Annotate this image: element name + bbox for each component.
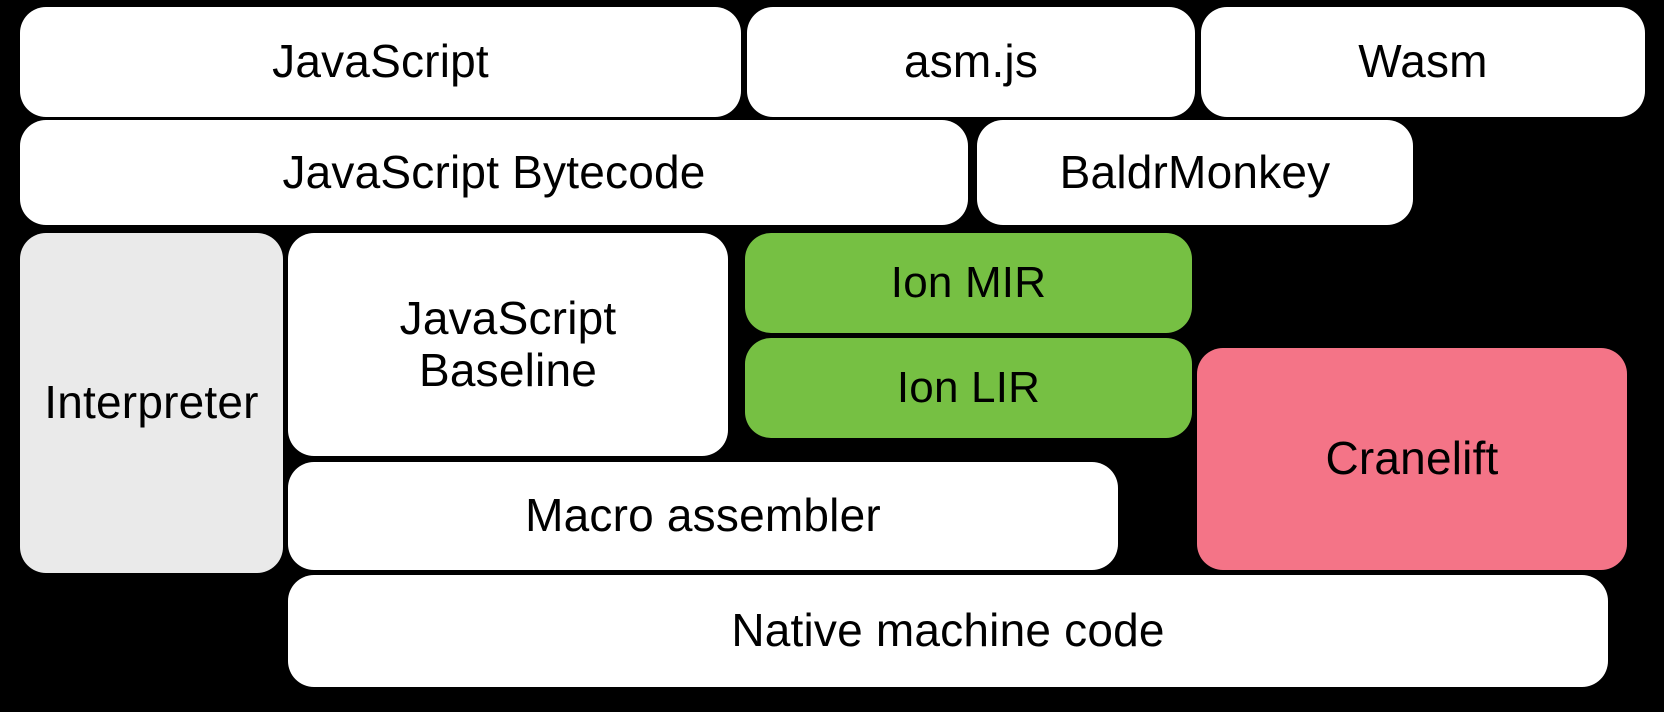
node-native-machine-code[interactable]: Native machine code [288, 575, 1608, 687]
node-label-native-machine-code: Native machine code [731, 604, 1165, 657]
node-label-javascript: JavaScript [272, 35, 489, 88]
node-label-baldrmonkey: BaldrMonkey [1059, 145, 1331, 198]
node-javascript[interactable]: JavaScript [20, 7, 741, 117]
node-label-javascript-baseline: JavaScript Baseline [399, 291, 617, 396]
node-macro-assembler[interactable]: Macro assembler [288, 462, 1118, 570]
node-interpreter[interactable]: Interpreter [20, 233, 283, 573]
node-label-macro-assembler: Macro assembler [525, 489, 881, 542]
node-label-ion-lir: Ion LIR [896, 363, 1041, 413]
node-label-cranelift: Cranelift [1325, 432, 1499, 485]
node-javascript-baseline[interactable]: JavaScript Baseline [288, 233, 728, 456]
node-cranelift[interactable]: Cranelift [1197, 348, 1627, 570]
node-label-interpreter: Interpreter [44, 376, 259, 429]
node-ion-lir[interactable]: Ion LIR [745, 338, 1192, 438]
node-label-wasm: Wasm [1358, 35, 1488, 88]
node-asm-js[interactable]: asm.js [747, 7, 1195, 117]
node-baldrmonkey[interactable]: BaldrMonkey [977, 120, 1413, 225]
node-label-javascript-bytecode: JavaScript Bytecode [282, 145, 706, 198]
node-javascript-bytecode[interactable]: JavaScript Bytecode [20, 120, 968, 225]
node-label-ion-mir: Ion MIR [890, 258, 1047, 308]
node-label-asm-js: asm.js [903, 35, 1039, 88]
node-wasm[interactable]: Wasm [1201, 7, 1645, 117]
node-ion-mir[interactable]: Ion MIR [745, 233, 1192, 333]
